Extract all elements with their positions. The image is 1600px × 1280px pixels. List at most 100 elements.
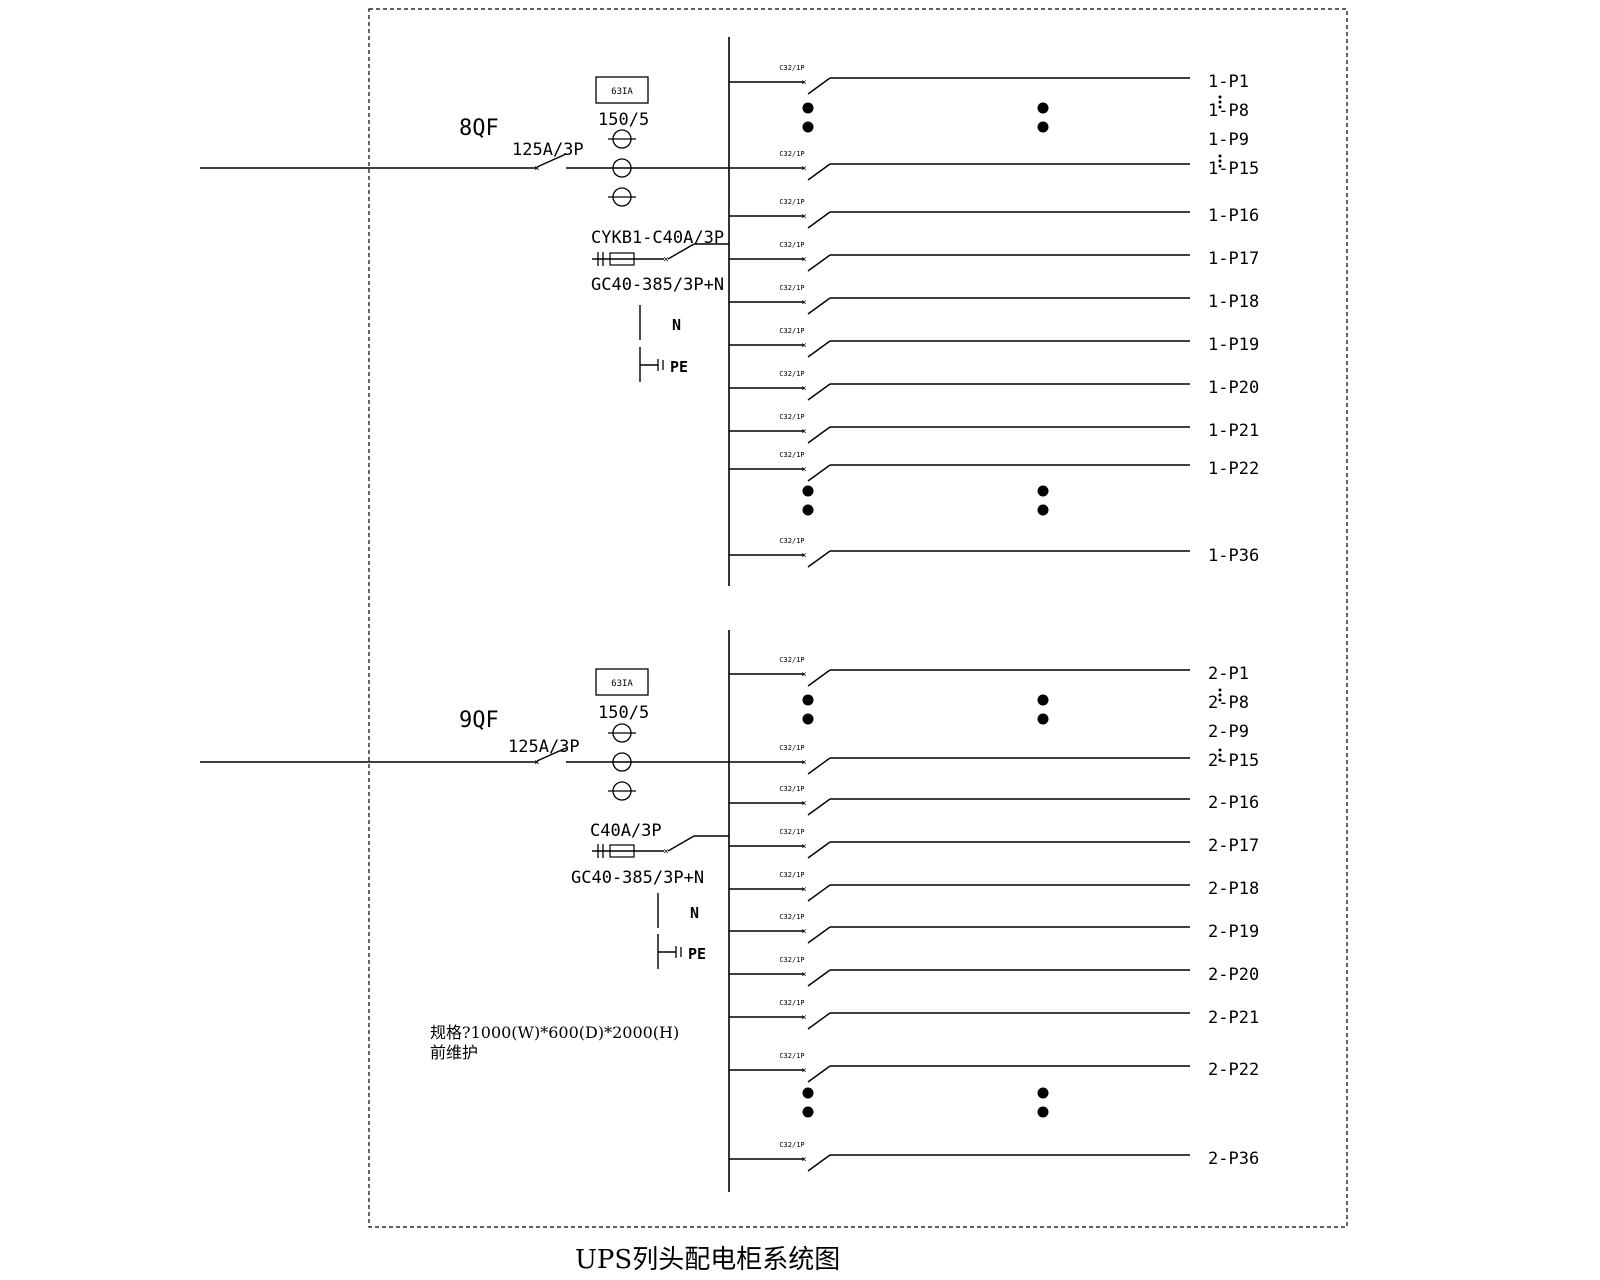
branch-breaker-label: C32/1P [779,451,804,459]
branch-breaker-contact [807,163,831,181]
current-transformer [612,752,632,772]
branch-breaker-cross: × [801,465,806,475]
earth-label: PE [670,358,688,376]
outgoing-circuit-label: 1-P21 [1208,421,1259,441]
branch-breaker-contact [807,757,831,775]
continuation-dot [1037,1087,1049,1099]
branch-breaker-cross: × [801,885,806,895]
main-breaker-contact [536,747,567,762]
outgoing-circuit-label: 1-P1 [1208,72,1249,92]
branch-breaker-cross: × [801,1066,806,1076]
qf-label: 8QF [459,116,499,141]
branch-breaker-cross: × [801,164,806,174]
branch-circuit: C32/1P × [729,744,1190,775]
branch-breaker-cross: × [801,341,806,351]
branch-breaker-cross: × [801,427,806,437]
continuation-dot [1037,504,1049,516]
spd-contact [667,835,695,852]
ct-ratio-label: 150/5 [598,110,649,130]
main-breaker-contact [536,153,567,168]
branch-circuit: C32/1P × [729,871,1190,902]
continuation-dot [1037,102,1049,114]
qf-label: 9QF [459,708,499,733]
outgoing-circuit-label: 1-P18 [1208,292,1259,312]
branch-breaker-label: C32/1P [779,64,804,72]
branch-breaker-contact [807,297,831,315]
branch-circuit: C32/1P× [729,370,1190,401]
branch-breaker-contact [807,211,831,229]
branch-circuit: C32/1P × [729,327,1190,358]
branch-circuit: C32/1P × [729,451,1190,482]
main-breaker-label: 125A/3P [512,140,584,160]
outgoing-circuit-label: 2-P22 [1208,1060,1259,1080]
continuation-dot [802,121,814,133]
branch-breaker-label: C32/1P [779,828,804,836]
continuation-dot [802,713,814,725]
branch-breaker-cross: × [801,78,806,88]
branch-breaker-contact [807,550,831,568]
spd-fuse [609,844,635,858]
main-breaker-cross: × [534,758,539,768]
outgoing-circuit-label: 1-P16 [1208,206,1259,226]
branch-breaker-cross: × [801,384,806,394]
spec-line-1: 规格?1000(W)*600(D)*2000(H) [430,1023,679,1042]
branch-circuit: C32/1P × [729,1052,1190,1083]
branch-breaker-contact [807,1065,831,1083]
outgoing-circuit-label: 1-P9 [1208,130,1249,150]
branch-breaker-contact [807,798,831,816]
branch-breaker-contact [807,254,831,272]
outgoing-circuit-label: 1-P17 [1208,249,1259,269]
branch-circuit: C32/1P× [729,1141,1190,1172]
outgoing-circuit-label: 2-P20 [1208,965,1259,985]
spd-breaker-label: C40A/3P [590,821,662,841]
continuation-dot [802,1087,814,1099]
branch-breaker-contact [807,383,831,401]
outgoing-circuit-label: 2-P18 [1208,879,1259,899]
earth-label: PE [688,945,706,963]
branch-breaker-cross: × [801,298,806,308]
ct-ratio-label: 150/5 [598,703,649,723]
continuation-dot [1037,121,1049,133]
branch-breaker-label: C32/1P [779,327,804,335]
branch-circuit: C32/1P× [729,284,1190,315]
branch-breaker-label: C32/1P [779,871,804,879]
neutral-label: N [672,316,681,334]
branch-breaker-cross: × [801,927,806,937]
outgoing-circuit-label: 1-P36 [1208,546,1259,566]
outgoing-circuit-label: 1-P15 [1208,159,1259,179]
branch-breaker-label: C32/1P [779,150,804,158]
branch-breaker-contact [807,1012,831,1030]
branch-breaker-cross: × [801,758,806,768]
branch-breaker-label: C32/1P [779,744,804,752]
branch-circuit: C32/1P× [729,413,1190,444]
panels-group: ×8QF125A/3P63IA150/5CYKB1-C40A/3PGC40-38… [200,37,1259,1192]
branch-breaker-cross: × [801,551,806,561]
vertical-ellipsis-dot [1218,164,1222,168]
branch-breaker-label: C32/1P [779,956,804,964]
continuation-dot [802,504,814,516]
branch-circuit: C32/1P × [729,913,1190,944]
spd-fuse [609,252,635,266]
vertical-ellipsis-dot [1218,698,1222,702]
outgoing-circuit-label: 2-P17 [1208,836,1259,856]
branch-circuit: C32/1P × [729,150,1190,181]
vertical-ellipsis-dot [1218,105,1222,109]
vertical-ellipsis-dot [1218,95,1222,99]
branch-breaker-cross: × [801,212,806,222]
branch-breaker-cross: × [801,842,806,852]
branch-circuit: C32/1P × [729,828,1190,859]
vertical-ellipsis-dot [1218,159,1222,163]
branch-breaker-cross: × [801,255,806,265]
branch-breaker-label: C32/1P [779,913,804,921]
continuation-dot [1037,1106,1049,1118]
branch-breaker-contact [807,669,831,687]
spd-cross: × [663,255,668,265]
panel-1: ×8QF125A/3P63IA150/5CYKB1-C40A/3PGC40-38… [200,37,1259,586]
outgoing-circuit-label: 1-P8 [1208,101,1249,121]
continuation-dot [802,102,814,114]
branch-breaker-contact [807,841,831,859]
meter-box [595,76,649,104]
branch-breaker-label: C32/1P [779,241,804,249]
branch-breaker-label: C32/1P [779,1052,804,1060]
main-breaker-cross: × [534,164,539,174]
